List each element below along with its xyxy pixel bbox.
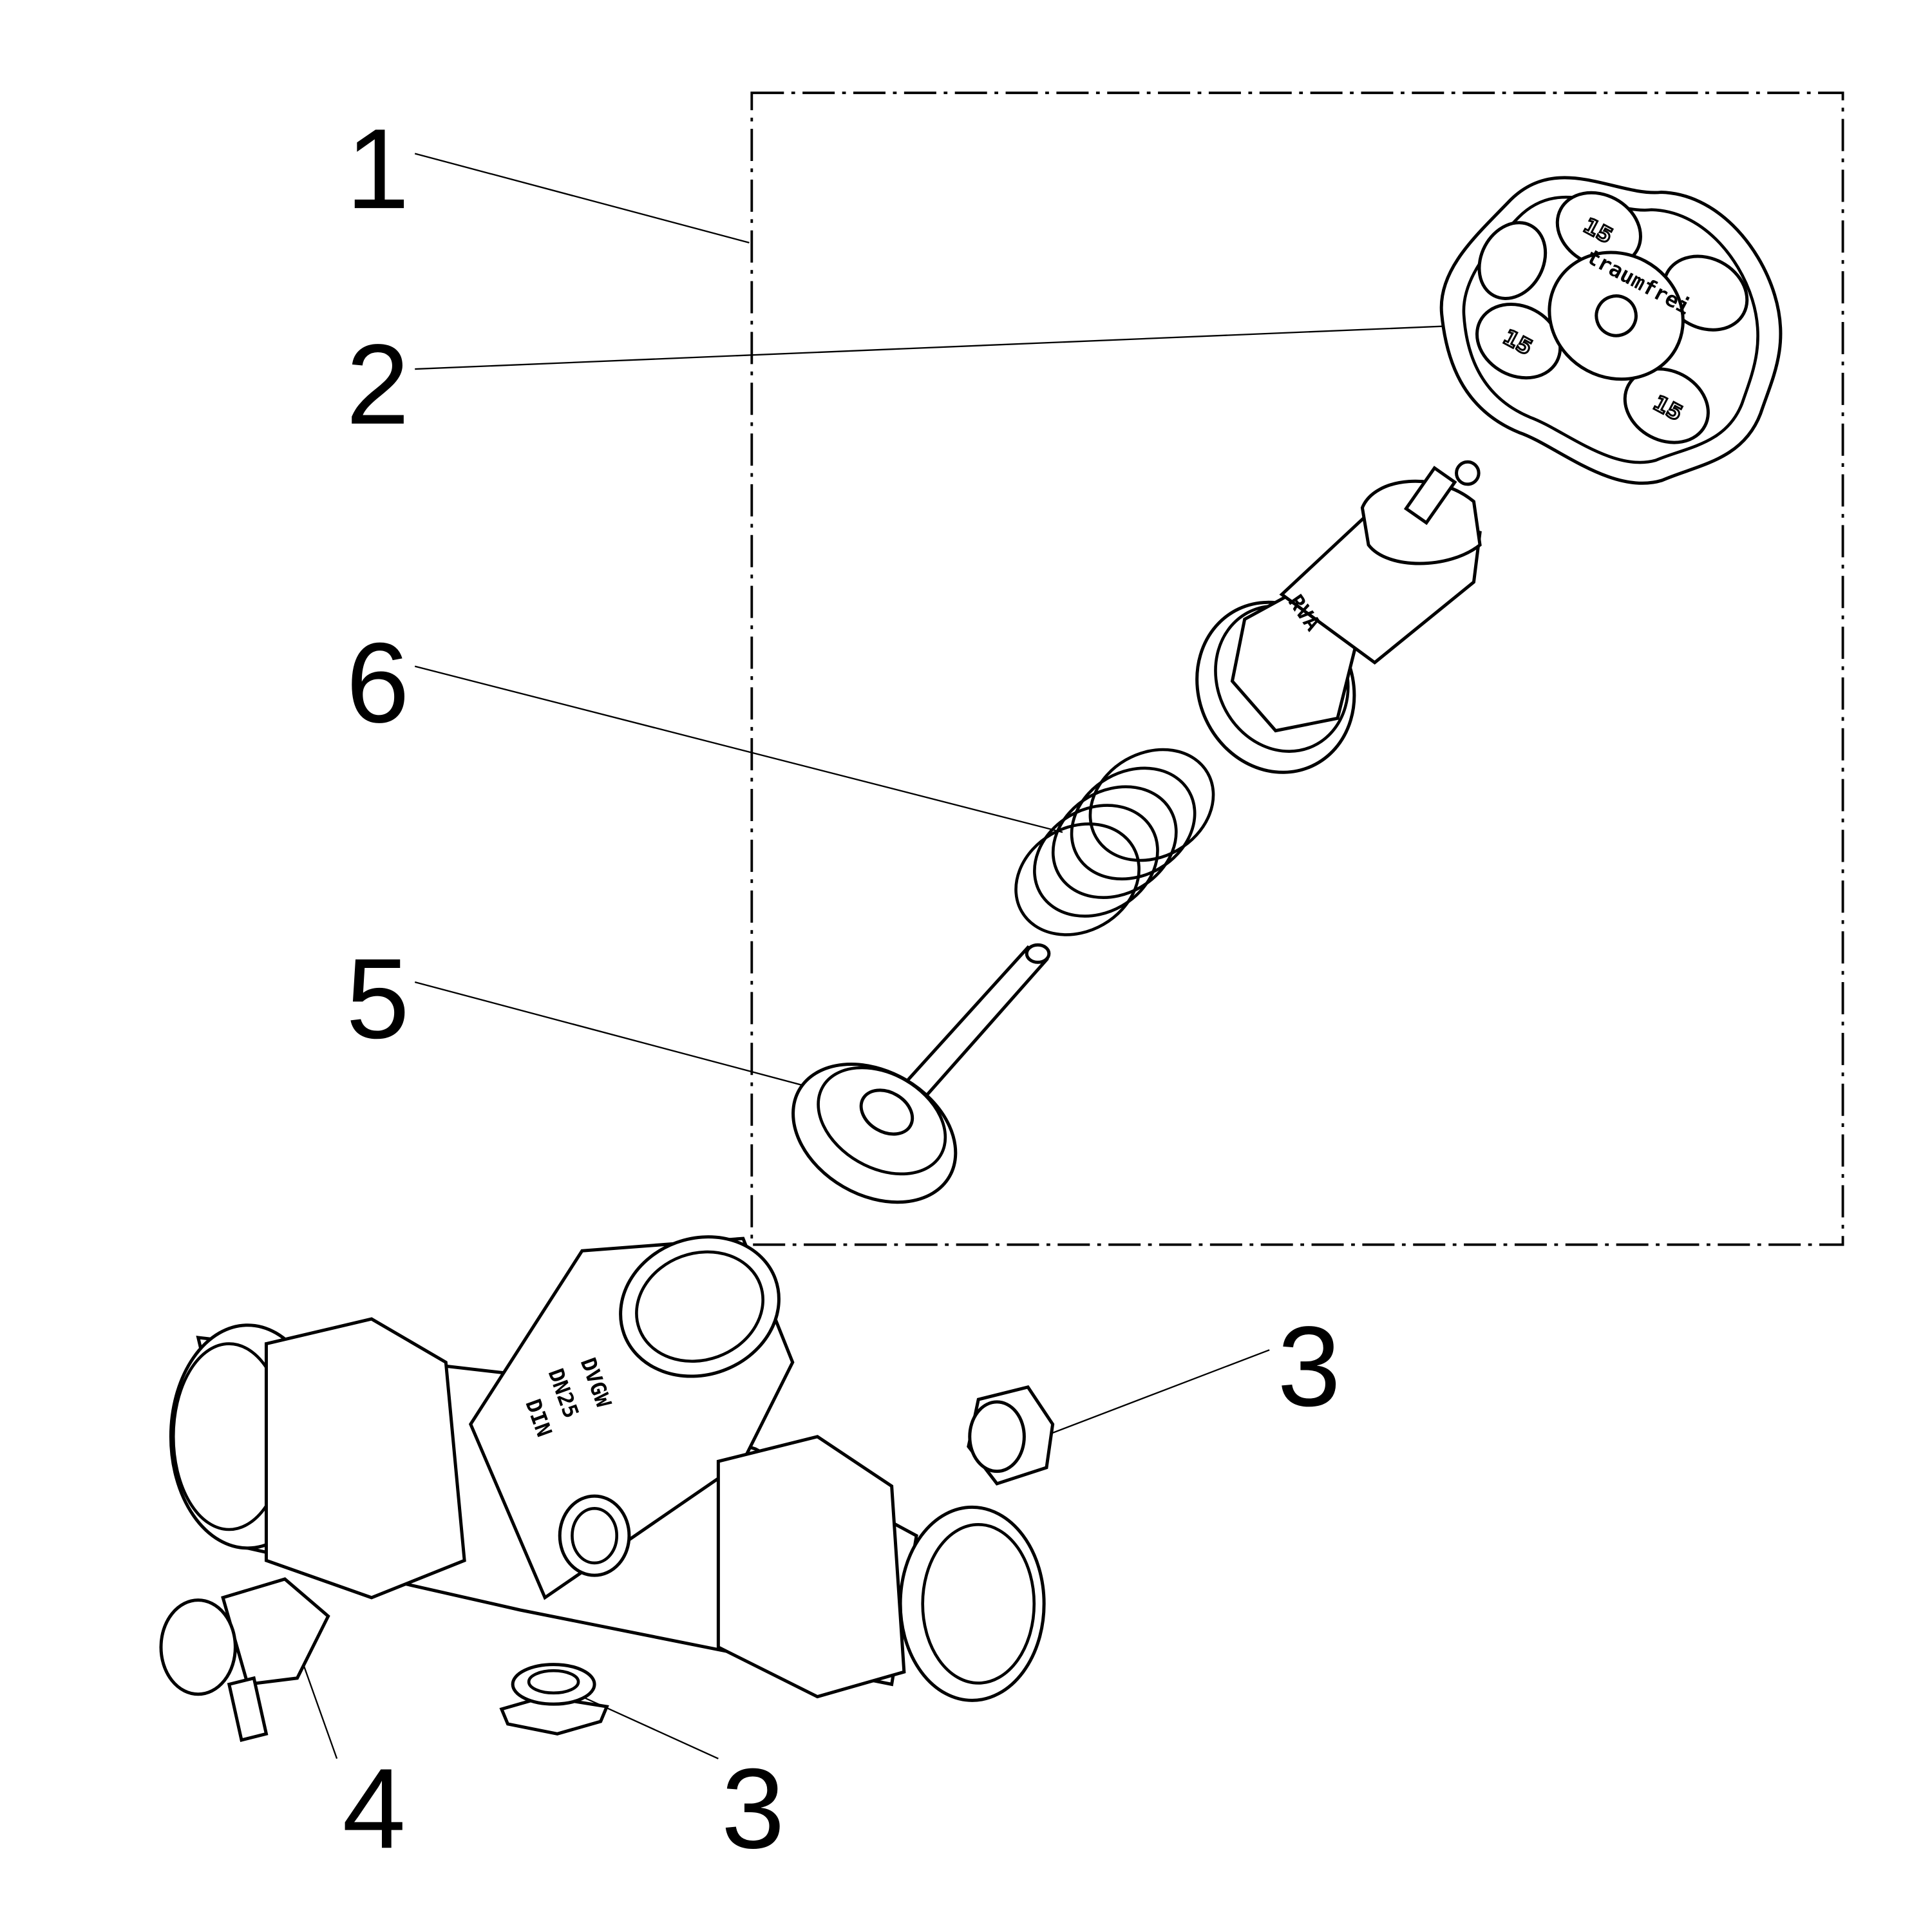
callout-1-label: 1 — [346, 106, 409, 232]
callout-2-label: 2 — [346, 321, 409, 448]
handwheel: 15 15 15 traumfrei — [1439, 176, 1783, 485]
callout-3b-label: 3 — [721, 1745, 784, 1872]
valve-body: DVGW DN25 DIN — [169, 1235, 1046, 1702]
plug-bottom — [499, 1663, 609, 1736]
bonnet-spindle: RVA — [1195, 460, 1482, 774]
drain-valve — [159, 1577, 330, 1742]
leader-lines — [296, 153, 1486, 1759]
callout-4-label: 4 — [343, 1745, 406, 1872]
spring — [1014, 748, 1215, 936]
callout-5-label: 5 — [346, 936, 409, 1063]
callout-3a-label: 3 — [1277, 1303, 1340, 1430]
assembly-boundary-box — [750, 91, 1844, 1246]
valve-disc — [791, 943, 1051, 1204]
callout-6-label: 6 — [346, 620, 409, 746]
plug-top — [967, 1385, 1055, 1486]
